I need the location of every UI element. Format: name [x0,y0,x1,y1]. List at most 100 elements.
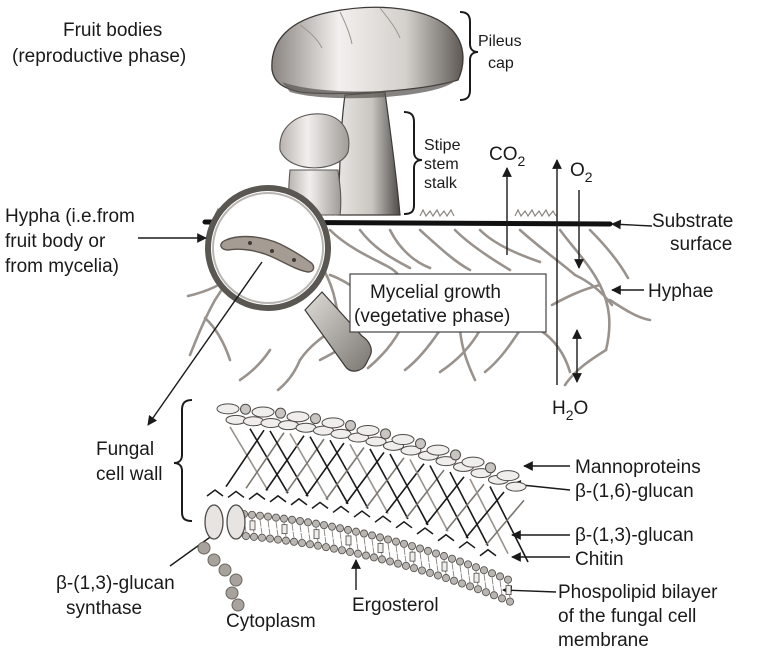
lipid-tail [291,523,294,531]
lipid-tail [492,585,495,592]
lipid-tail [324,537,327,544]
chitin-mark [395,520,413,529]
glucan-strand [309,436,349,505]
glucan-strand [469,478,509,554]
phospholipid-label-line3: membrane [558,630,649,651]
lipid-head [377,555,386,564]
glucan-strand [425,476,465,525]
lipid-tail [451,562,454,570]
lipid-tail [356,543,359,550]
cell-wall-structure [197,403,529,612]
glucan-strand [329,439,369,509]
lipid-head [401,561,410,570]
mannoprotein [426,444,450,456]
mannoprotein [505,481,527,492]
lipid-head [263,512,272,521]
beta-1-6-glucan-label: β-(1,6)-glucan [575,481,694,502]
glucan-strand [249,428,289,494]
lipid-head [303,518,312,527]
lipid-head [503,575,512,584]
lipid-head [257,533,266,542]
hypha-label-line2: fruit body or [5,231,106,252]
glucan-strand [245,432,285,489]
lipid-tail [427,554,430,562]
mannoprotein [275,407,286,419]
lipid-tail [299,524,302,533]
mannoprotein [400,445,422,456]
lipid-tail [500,588,503,595]
lipid-head [241,532,250,541]
cytoplasm-label: Cytoplasm [226,611,316,632]
lipid-head [287,515,296,524]
cell-wall-label: cell wall [96,464,163,485]
glucan-strand [385,463,425,514]
lipid-head [383,535,392,544]
ergosterol [377,543,384,553]
exchange-arrows [502,159,584,385]
lipid-head [273,535,282,544]
lipid-head [369,553,378,562]
lipid-tail [371,539,374,547]
ergosterol [409,551,416,562]
lipid-head [367,531,376,540]
glucan-strand [225,429,265,488]
glucan-crosslinks [225,426,529,563]
lipid-tail [260,527,263,534]
lipid-tail [308,534,311,541]
lipid-tail [323,529,326,537]
lipid-head [361,551,370,560]
cytoplasm-beads [197,541,245,612]
chitin-mark [248,492,266,500]
lipid-head [439,552,448,561]
ergosterol [505,585,512,596]
lipid-head [343,525,352,534]
lipid-head [433,571,442,580]
lipid-head [247,510,256,519]
lipid-head [447,554,456,563]
magnifying-glass [205,185,372,372]
lipid-tail [363,537,366,545]
chitin-mark [311,501,329,509]
mannoprotein [321,417,345,429]
lipid-head [327,522,336,531]
mannoprotein [435,456,457,467]
brackets [173,11,479,522]
glucan-strand [449,471,489,547]
mannoprotein [415,438,426,450]
stalk-label: stalk [424,175,458,192]
chitin-label: Chitin [575,549,624,570]
chitin-mark [437,533,455,542]
pileus-label: Pileus [478,33,522,50]
mannoprotein [251,406,275,418]
chitin-mark [458,541,476,549]
mycelial-growth-box [349,273,547,333]
glucan-strand [445,483,485,532]
lipid-tail [268,528,271,535]
glucan-synthase [204,504,246,540]
reproductive-phase-label: (reproductive phase) [12,46,186,67]
mannoprotein [356,424,380,436]
glucan-strand [285,438,325,494]
glucan-strand [289,433,329,501]
glucan-strand [265,435,305,491]
surface-label: surface [670,234,732,255]
lipid-tail [467,568,470,576]
glucan-strand [489,486,529,563]
o2-label: O2 [570,160,593,185]
lipid-tail [435,557,438,565]
glucan-strand [269,430,309,497]
lipid-tail [483,574,486,582]
glucan-strand [229,426,269,492]
lipid-tail [459,565,462,573]
lipid-tail [331,530,334,538]
lipid-head [391,537,400,546]
lipid-head [497,594,506,603]
mannoprotein [225,414,247,425]
lipid-head [385,557,394,566]
cap-label: cap [488,55,514,72]
chitin-mark [290,497,308,506]
lipid-head [279,514,288,523]
lipid-tail [387,543,390,551]
mannoprotein [485,462,496,474]
lipid-head [423,546,432,555]
